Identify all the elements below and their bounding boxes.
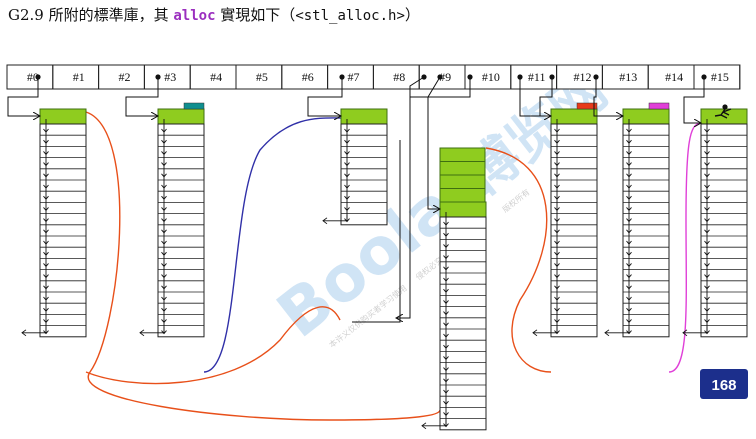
chunk-body: [157, 123, 205, 338]
free-list-label: #4: [210, 70, 222, 84]
free-list-label: #0: [27, 70, 39, 84]
chunk-body: [622, 123, 670, 338]
free-list-label: #1: [73, 70, 85, 84]
free-list-label: #2: [119, 70, 131, 84]
pointer-line: [519, 77, 551, 116]
free-list-label: #11: [528, 70, 546, 84]
free-list-label: #14: [665, 70, 683, 84]
pointer-line: [307, 77, 343, 116]
chunk-list: [139, 102, 205, 338]
free-list-cell: [693, 64, 741, 90]
caption-header: <stl_alloc.h>: [295, 8, 405, 24]
next-pointer-head: [161, 330, 167, 335]
null-pointer-head: [604, 329, 610, 337]
free-list-label: #10: [482, 70, 500, 84]
chunk-list: [421, 201, 487, 431]
null-pointer-head: [139, 329, 145, 337]
chunk-list: [21, 108, 87, 338]
free-list-label: #15: [711, 70, 729, 84]
next-pointer-head: [554, 330, 560, 335]
pool-block: [439, 188, 486, 203]
caption-prefix: G2.9 所附的標準庫，其: [8, 6, 174, 24]
null-pointer-head: [421, 422, 427, 430]
free-list-label: #13: [619, 70, 637, 84]
figure-caption: G2.9 所附的標準庫，其 alloc 實現如下（<stl_alloc.h>）: [8, 4, 420, 25]
chunk-body: [39, 123, 87, 338]
free-list-label: #3: [164, 70, 176, 84]
allocation-marker: [183, 102, 205, 110]
head-chunk: [550, 108, 598, 125]
stick-figure-body: [714, 108, 732, 119]
chunk-lists: [21, 102, 748, 431]
caption-close: ）: [404, 6, 420, 24]
free-list-label: #6: [302, 70, 314, 84]
null-pointer-head: [532, 329, 538, 337]
pointer-line: [427, 76, 440, 209]
caption-keyword: alloc: [173, 8, 216, 24]
pointer-line: [125, 77, 158, 116]
null-pointer-head: [21, 329, 27, 337]
chunk-list: [532, 102, 598, 338]
head-chunk: [39, 108, 87, 125]
chunk-list: [682, 104, 748, 338]
head-chunk: [157, 108, 205, 125]
pointer-line: [409, 77, 471, 110]
free-list-label: #12: [574, 70, 592, 84]
pointer-line: [539, 77, 553, 116]
chunk-body: [550, 123, 598, 338]
next-pointer-head: [344, 218, 350, 223]
free-list-pointers: [7, 74, 707, 323]
orange-link-curve: [485, 147, 552, 373]
free-list-label: #9: [439, 70, 451, 84]
free-list-array: #0 #1 #2 #3 #4 #5 #6 #7 #8 #9 #10 #11 #12 #13 #14 #15: [6, 64, 741, 90]
pool-block: [439, 147, 486, 162]
chunk-link-curves: [85, 111, 701, 421]
free-list-label: #5: [256, 70, 268, 84]
next-pointer-head: [626, 330, 632, 335]
chunk-body: [700, 123, 748, 338]
next-pointer-head: [704, 330, 710, 335]
chunk-body: [439, 216, 487, 431]
caption-suffix: 實現如下（: [215, 6, 296, 24]
head-chunk: [340, 108, 388, 125]
magenta-link-curve: [668, 122, 701, 373]
chunk-list: [322, 108, 388, 226]
pointer-line: [7, 77, 40, 116]
size-badge-box: [700, 369, 748, 399]
memory-pool: [439, 147, 486, 203]
pool-block: [439, 174, 486, 189]
blue-link-curve: [203, 117, 342, 373]
stick-figure-head: [722, 104, 728, 110]
pointer-line: [593, 77, 623, 116]
pointer-line: [683, 77, 705, 123]
chunk-list: [604, 102, 670, 338]
pointer-line: [352, 140, 401, 323]
head-chunk: [622, 108, 670, 125]
next-pointer-head: [443, 423, 449, 428]
free-list-label: #8: [393, 70, 405, 84]
pointer-line: [396, 76, 425, 318]
pool-block: [439, 161, 486, 176]
size-badge-label: 168: [711, 377, 736, 394]
stick-figure-icon: [714, 104, 732, 119]
null-pointer-head: [682, 329, 688, 337]
orange-link-curve: [85, 111, 441, 421]
allocation-marker: [576, 102, 598, 110]
size-badge: 168: [700, 369, 748, 399]
head-chunk: [439, 201, 487, 218]
orange-link-curve: [85, 306, 341, 385]
allocation-marker: [648, 102, 670, 110]
free-list-label: #7: [348, 70, 360, 84]
null-pointer-head: [322, 217, 328, 225]
next-pointer-head: [43, 330, 49, 335]
